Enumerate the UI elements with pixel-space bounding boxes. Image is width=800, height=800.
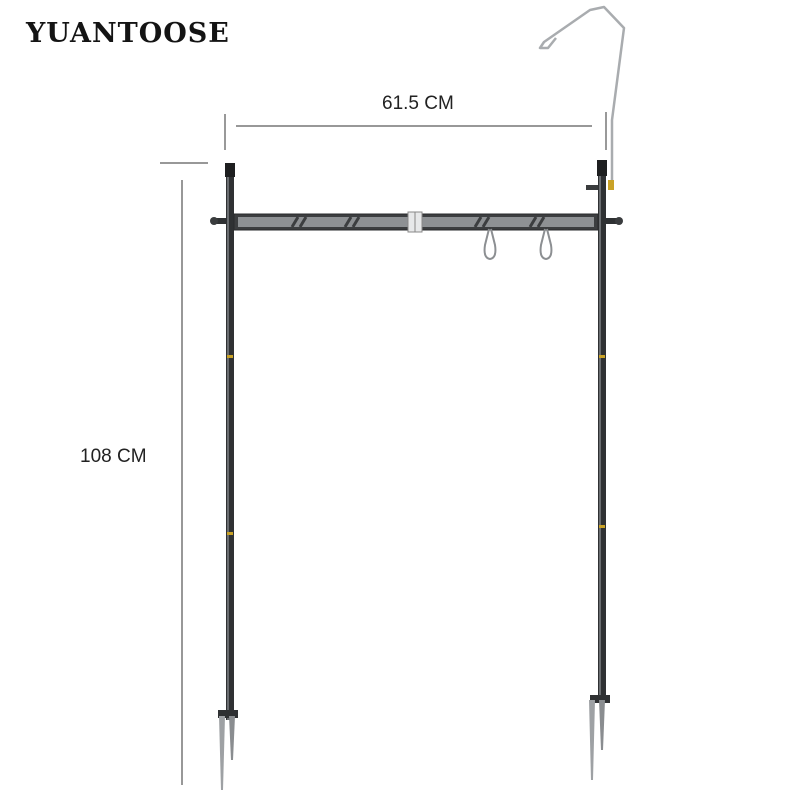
brand-logo: YUANTOOSE <box>26 18 230 49</box>
carabiner-clip-right <box>539 228 553 261</box>
left-ground-spike <box>219 716 235 790</box>
right-ground-spike <box>589 700 605 780</box>
height-dimension-label: 108 CM <box>80 446 147 467</box>
left-tension-knob <box>210 217 226 225</box>
left-pole <box>218 163 238 720</box>
width-dimension-label: 61.5 CM <box>382 93 454 114</box>
top-crossbar <box>233 211 599 233</box>
right-pole <box>586 160 614 703</box>
height-dimension-line <box>160 162 208 785</box>
width-dimension-line <box>224 112 607 150</box>
right-tension-knob <box>606 217 623 225</box>
carabiner-clip-left <box>483 228 497 261</box>
hanging-hook <box>538 5 626 185</box>
